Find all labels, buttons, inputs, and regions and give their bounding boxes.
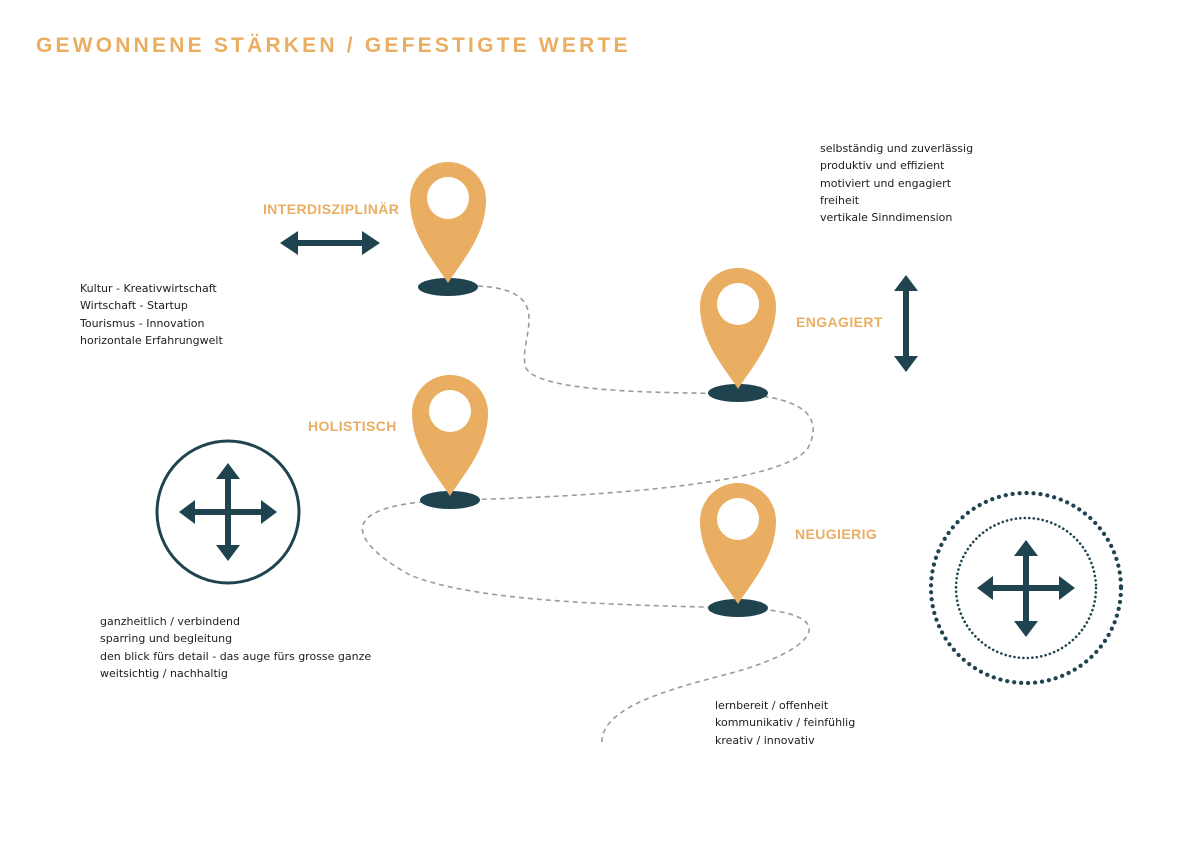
text-line: Tourismus - Innovation (80, 316, 205, 330)
map-pin-icon-neugierig (700, 483, 776, 617)
text-holistisch: ganzheitlich / verbindend sparring und b… (100, 613, 371, 682)
vertical-double-arrow-icon (894, 275, 918, 372)
label-interdisziplinaer: INTERDISZIPLINÄR (263, 201, 400, 217)
four-way-arrow-in-circle-icon (155, 439, 301, 585)
text-line: selbständig und zuverlässig (820, 142, 974, 155)
map-pin-icon-engagiert (700, 268, 776, 402)
text-interdisziplinaer: Kultur - Kreativwirtschaft Wirtschaft - … (80, 280, 223, 349)
map-pin-icon-holistisch (412, 375, 488, 509)
horizontal-double-arrow-icon (280, 231, 380, 255)
map-pin-icon-interdisziplinaer (410, 162, 486, 296)
label-neugierig: NEUGIERIG (795, 526, 878, 542)
text-line: weitsichtig / nachhaltig (100, 666, 228, 680)
text-neugierig: lernbereit / offenheit kommunikativ / fe… (715, 697, 855, 749)
text-line: lernbereit / offenheit (715, 699, 829, 712)
label-engagiert: ENGAGIERT (796, 314, 883, 330)
text-line: horizontale Erfahrungwelt (80, 333, 223, 347)
four-way-arrow-in-dotted-circles-icon (928, 490, 1124, 686)
label-holistisch: HOLISTISCH (308, 418, 397, 434)
text-line: motiviert und engagiert (820, 176, 952, 190)
text-line: produktiv und effizient (820, 159, 945, 173)
text-line: Kultur - Kreativwirtschaft (80, 282, 217, 295)
text-line: kreativ / innovativ (715, 733, 815, 747)
text-line: Wirtschaft - Startup (80, 299, 188, 313)
text-engagiert: selbständig und zuverlässig produktiv un… (820, 140, 973, 226)
text-line: vertikale Sinndimension (820, 211, 953, 225)
page-title: GEWONNENE STÄRKEN / GEFESTIGTE WERTE (36, 34, 631, 57)
text-line: kommunikativ / feinfühlig (715, 716, 856, 730)
text-line: sparring und begleitung (100, 632, 233, 646)
text-line: freiheit (820, 193, 860, 207)
text-line: den blick fürs detail - das auge fürs gr… (100, 649, 372, 663)
journey-path (361, 285, 814, 743)
text-line: ganzheitlich / verbindend (100, 615, 240, 628)
